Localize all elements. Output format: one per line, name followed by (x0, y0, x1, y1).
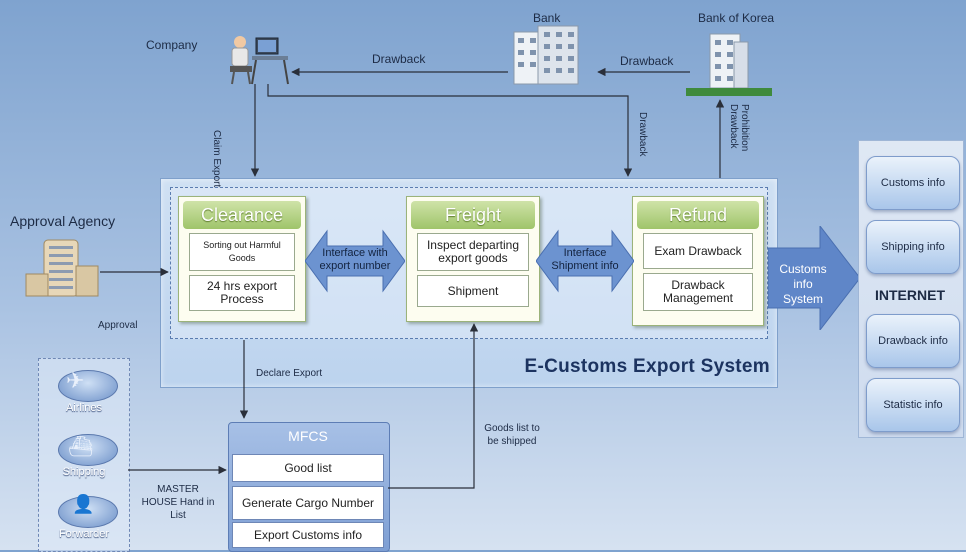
module-refund: Refund Exam Drawback Drawback Management (632, 196, 764, 326)
declare-export-label: Declare Export (256, 368, 323, 379)
prohibition-drawback-label: Prohibition Drawback (728, 104, 750, 152)
module-freight-item: Inspect departing export goods (417, 233, 529, 271)
system-title: E-Customs Export System (524, 356, 770, 377)
module-clearance-item: Sorting out Harmful Goods (189, 233, 295, 271)
customs-info-arrow (768, 226, 860, 330)
statistic-info-button[interactable]: Statistic info (866, 378, 960, 432)
module-clearance-item: 24 hrs export Process (189, 275, 295, 311)
bank-of-korea-building-icon (684, 28, 774, 98)
shipping-info-button[interactable]: Shipping info (866, 220, 960, 274)
claim-export-label: Claim Export (211, 130, 222, 188)
interface-arrow-1 (305, 229, 405, 293)
interface-label-2: Interface Shipment info (551, 247, 619, 272)
drawback-vertical-label: Drawback (637, 112, 648, 157)
drawback-label: Drawback (372, 52, 426, 66)
mfcs-item: Generate Cargo Number (232, 486, 384, 520)
ship-glyph-icon: ⛴ (68, 436, 94, 458)
company-label: Company (146, 38, 198, 52)
master-house-label: MASTER HOUSE Hand in List (141, 484, 215, 521)
airplane-glyph-icon: ✈ (66, 368, 85, 393)
module-clearance-title: Clearance (183, 201, 301, 229)
module-freight-title: Freight (411, 201, 535, 229)
interface-label-1: Interface with export number (319, 247, 391, 272)
drawback-label: Drawback (620, 54, 674, 68)
module-clearance: Clearance Sorting out Harmful Goods 24 h… (178, 196, 306, 322)
mfcs-item: Export Customs info (232, 522, 384, 548)
approval-label: Approval (98, 320, 138, 331)
module-freight-item: Shipment (417, 275, 529, 307)
goods-list-label: Goods list to be shipped (484, 423, 540, 447)
customs-info-button[interactable]: Customs info (866, 156, 960, 210)
party-shipping: Shipping (62, 466, 106, 478)
forwarder-glyph-icon: 👤 (72, 494, 95, 514)
party-forwarder: Forwarder (58, 528, 110, 540)
ship-icon (58, 434, 118, 466)
party-airlines: Airlines (65, 402, 103, 414)
drawback-info-button[interactable]: Drawback info (866, 314, 960, 368)
forwarder-icon (58, 496, 118, 528)
customs-info-system-label: Customs info System (779, 262, 827, 306)
module-refund-item: Drawback Management (643, 273, 753, 311)
interface-arrow-2 (536, 229, 634, 293)
airplane-icon (58, 370, 118, 402)
bank-label: Bank (533, 11, 561, 25)
internet-label: INTERNET (875, 287, 945, 303)
bank-building-icon (508, 22, 584, 86)
mfcs-item: Good list (232, 454, 384, 482)
mfcs-title: MFCS (288, 428, 328, 444)
company-worker-icon (222, 30, 292, 86)
bank-of-korea-label: Bank of Korea (698, 11, 775, 25)
module-freight: Freight Inspect departing export goods S… (406, 196, 540, 322)
module-refund-item: Exam Drawback (643, 233, 753, 269)
approval-agency-label: Approval Agency (10, 213, 116, 229)
module-refund-title: Refund (637, 201, 759, 229)
approval-agency-building-icon (24, 236, 100, 298)
